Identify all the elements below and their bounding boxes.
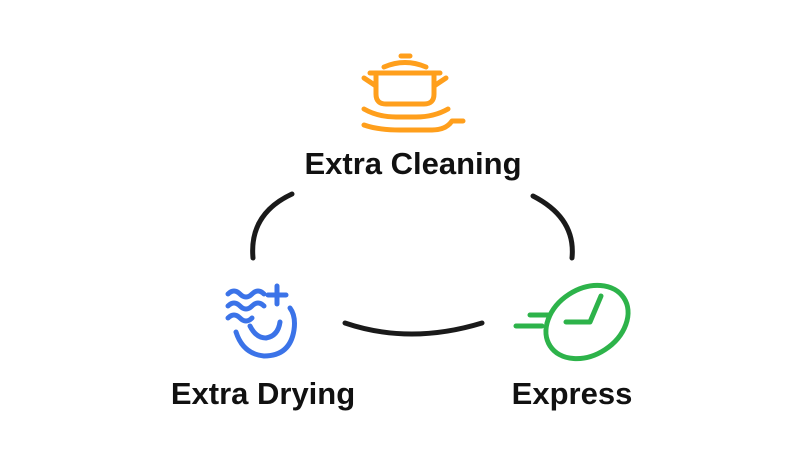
connector-cleaning-express xyxy=(530,193,575,261)
fast-clock-icon xyxy=(513,282,631,362)
connector-drying-express xyxy=(342,320,485,337)
label-extra-drying: Extra Drying xyxy=(170,376,356,411)
connector-cleaning-drying xyxy=(250,191,295,261)
cooking-pot-icon xyxy=(361,53,466,133)
label-express: Express xyxy=(511,376,633,411)
label-extra-cleaning: Extra Cleaning xyxy=(304,146,522,181)
drying-waves-plus-icon xyxy=(225,283,297,359)
